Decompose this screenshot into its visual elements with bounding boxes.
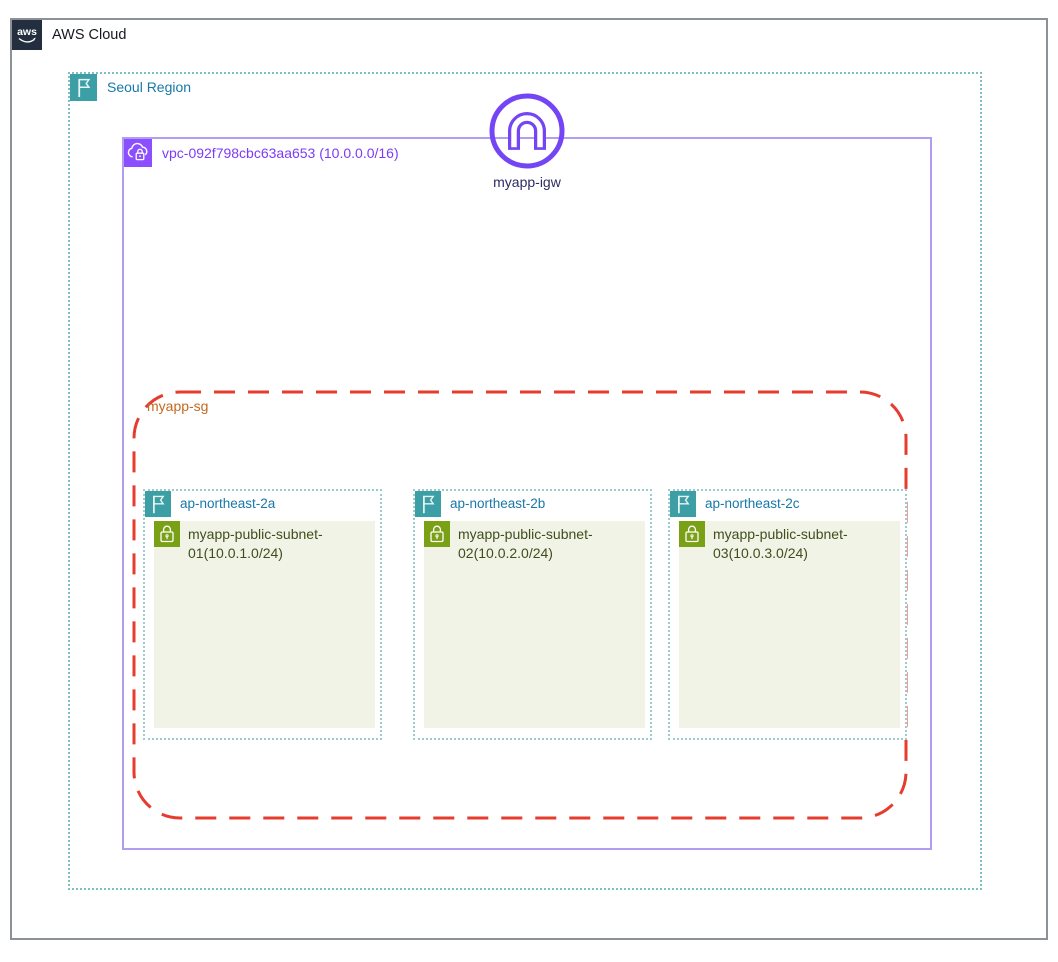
availability-zone-2b: ap-northeast-2b myap [413, 489, 652, 740]
subnet-03-box: myapp-public-subnet-03(10.0.3.0/24) [679, 521, 900, 728]
subnet-02-label: myapp-public-subnet-02(10.0.2.0/24) [458, 526, 593, 561]
az-2b-header: ap-northeast-2b [415, 491, 545, 517]
internet-gateway-label: myapp-igw [493, 174, 561, 190]
az-2a-label: ap-northeast-2a [180, 496, 276, 511]
az-2a-header: ap-northeast-2a [145, 491, 275, 517]
aws-cloud-container: aws AWS Cloud Seoul Region [10, 18, 1048, 940]
availability-zone-2c: ap-northeast-2c myap [668, 489, 907, 740]
vpc-label: vpc-092f798cbc63aa653 (10.0.0.0/16) [162, 145, 399, 161]
subnet-lock-icon [154, 521, 180, 547]
subnet-01-label: myapp-public-subnet-01(10.0.1.0/24) [188, 526, 323, 561]
subnet-01-box: myapp-public-subnet-01(10.0.1.0/24) [154, 521, 375, 728]
region-container: Seoul Region vpc-092f798cbc63aa653 (10.0… [68, 72, 982, 890]
az-2c-header: ap-northeast-2c [670, 491, 800, 517]
vpc-container: vpc-092f798cbc63aa653 (10.0.0.0/16) myap… [122, 137, 932, 850]
subnet-03-label: myapp-public-subnet-03(10.0.3.0/24) [713, 526, 848, 561]
security-group-label: myapp-sg [147, 398, 209, 414]
subnet-lock-icon [679, 521, 705, 547]
region-header: Seoul Region [70, 74, 191, 101]
aws-logo-icon: aws [12, 20, 42, 50]
vpc-header: vpc-092f798cbc63aa653 (10.0.0.0/16) [124, 139, 399, 167]
security-group-container: myapp-sg ap-northeast-2a [132, 390, 908, 820]
vpc-cloud-lock-icon [124, 139, 152, 167]
az-flag-icon [145, 491, 171, 517]
internet-gateway-icon [487, 91, 567, 171]
aws-logo-text: aws [17, 26, 37, 38]
aws-cloud-label: AWS Cloud [52, 27, 127, 43]
az-2b-label: ap-northeast-2b [450, 496, 546, 511]
subnet-lock-icon [424, 521, 450, 547]
az-flag-icon [670, 491, 696, 517]
availability-zone-2a: ap-northeast-2a myap [143, 489, 382, 740]
az-2c-label: ap-northeast-2c [705, 496, 800, 511]
aws-cloud-header: aws AWS Cloud [12, 20, 126, 50]
az-flag-icon [415, 491, 441, 517]
subnet-02-box: myapp-public-subnet-02(10.0.2.0/24) [424, 521, 645, 728]
region-label: Seoul Region [107, 79, 192, 95]
region-flag-icon [70, 74, 97, 101]
